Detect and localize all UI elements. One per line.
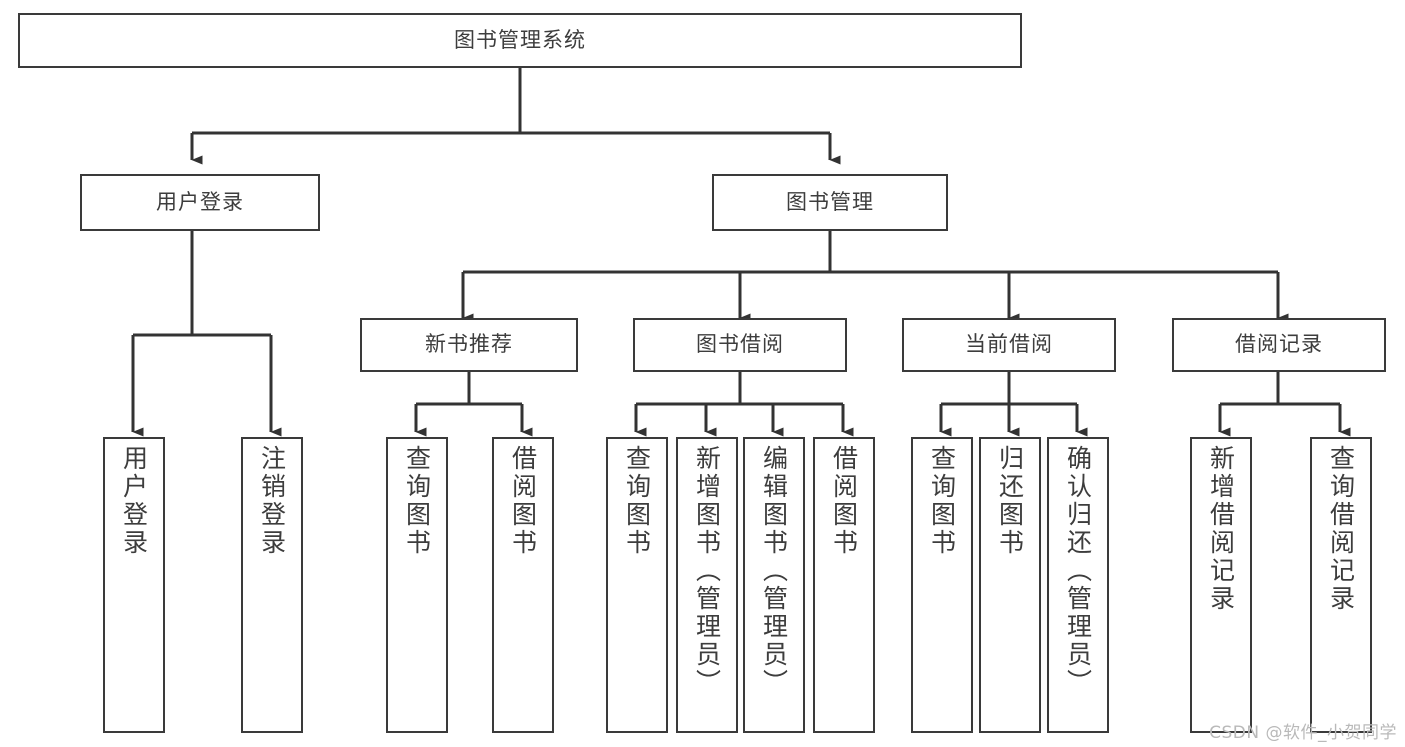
leaf-query-record[interactable]: 查询借阅记录	[1310, 437, 1372, 733]
leaf-borrow-book-2-label: 借阅图书	[829, 445, 859, 557]
leaf-logout[interactable]: 注销登录	[241, 437, 303, 733]
node-borrow-record-label: 借阅记录	[1235, 332, 1323, 357]
node-user-login[interactable]: 用户登录	[80, 174, 320, 231]
leaf-confirm-return-label: 确认归还（管理员）	[1063, 445, 1093, 697]
leaf-logout-label: 注销登录	[257, 445, 287, 557]
leaf-add-book-label: 新增图书（管理员）	[692, 445, 722, 697]
leaf-query-book-1-label: 查询图书	[402, 445, 432, 557]
leaf-borrow-book-2[interactable]: 借阅图书	[813, 437, 875, 733]
leaf-borrow-book-1[interactable]: 借阅图书	[492, 437, 554, 733]
leaf-return-book-label: 归还图书	[995, 445, 1025, 557]
node-book-borrow[interactable]: 图书借阅	[633, 318, 847, 372]
node-root-label: 图书管理系统	[454, 27, 586, 52]
leaf-confirm-return[interactable]: 确认归还（管理员）	[1047, 437, 1109, 733]
node-root[interactable]: 图书管理系统	[18, 13, 1022, 68]
node-book-borrow-label: 图书借阅	[696, 332, 784, 357]
node-book-manage[interactable]: 图书管理	[712, 174, 948, 231]
leaf-query-record-label: 查询借阅记录	[1326, 445, 1356, 613]
leaf-return-book[interactable]: 归还图书	[979, 437, 1041, 733]
leaf-query-book-3[interactable]: 查询图书	[911, 437, 973, 733]
leaf-edit-book[interactable]: 编辑图书（管理员）	[743, 437, 805, 733]
node-current-borrow-label: 当前借阅	[965, 332, 1053, 357]
leaf-edit-book-label: 编辑图书（管理员）	[759, 445, 789, 697]
leaf-add-book[interactable]: 新增图书（管理员）	[676, 437, 738, 733]
node-new-book-rec-label: 新书推荐	[425, 332, 513, 357]
node-book-manage-label: 图书管理	[786, 189, 874, 214]
leaf-query-book-1[interactable]: 查询图书	[386, 437, 448, 733]
csdn-watermark: CSDN @软件_小贺同学	[1209, 723, 1397, 743]
leaf-add-record[interactable]: 新增借阅记录	[1190, 437, 1252, 733]
leaf-user-login-label: 用户登录	[119, 445, 149, 557]
leaf-borrow-book-1-label: 借阅图书	[508, 445, 538, 557]
leaf-query-book-2[interactable]: 查询图书	[606, 437, 668, 733]
node-new-book-rec[interactable]: 新书推荐	[360, 318, 578, 372]
leaf-add-record-label: 新增借阅记录	[1206, 445, 1236, 613]
leaf-user-login[interactable]: 用户登录	[103, 437, 165, 733]
leaf-query-book-2-label: 查询图书	[622, 445, 652, 557]
leaf-query-book-3-label: 查询图书	[927, 445, 957, 557]
node-user-login-label: 用户登录	[156, 189, 244, 214]
node-borrow-record[interactable]: 借阅记录	[1172, 318, 1386, 372]
node-current-borrow[interactable]: 当前借阅	[902, 318, 1116, 372]
